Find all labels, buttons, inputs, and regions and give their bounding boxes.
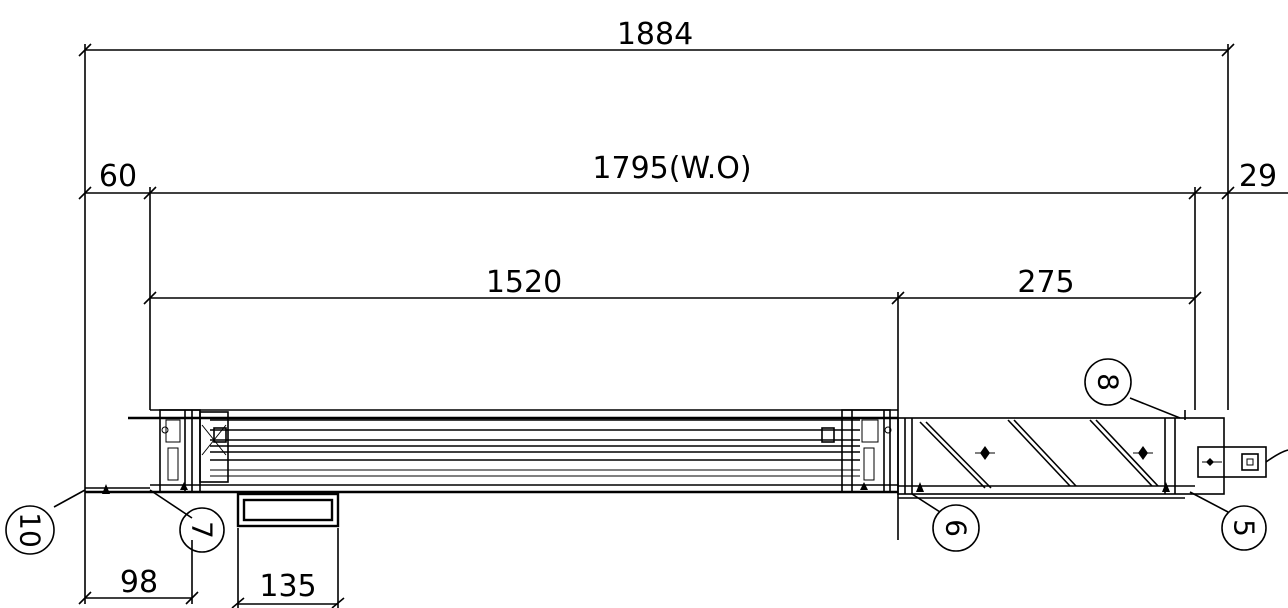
callout-8: 8 — [1084, 358, 1181, 419]
callout-7-label: 7 — [186, 521, 219, 539]
window-frame — [85, 409, 898, 494]
callout-6-label: 6 — [940, 519, 973, 537]
dimension-right-section-label: 275 — [1017, 265, 1074, 300]
callout-5: 5 — [1189, 491, 1267, 551]
dimension-overall: 1884 — [78, 17, 1235, 495]
dimension-bottom: 98 135 — [78, 495, 345, 608]
dimension-bottom-mid-label: 135 — [259, 569, 316, 604]
callout-10: 10 — [5, 489, 86, 555]
callout-5-label: 5 — [1228, 519, 1261, 537]
vent-grille — [236, 492, 340, 528]
side-panel — [897, 410, 1288, 499]
dimension-left-section-label: 1520 — [486, 265, 562, 300]
dimension-window-opening-label: 1795(W.O) — [592, 151, 751, 186]
dimension-overall-label: 1884 — [617, 17, 693, 52]
callout-6: 6 — [911, 493, 980, 552]
callout-7: 7 — [149, 489, 225, 553]
dimension-left-offset-label: 60 — [99, 159, 137, 194]
callout-10-label: 10 — [14, 512, 47, 548]
dimension-window-opening: 60 1795(W.O) 29 — [78, 151, 1288, 410]
dimension-bottom-left-label: 98 — [120, 565, 158, 600]
callout-8-label: 8 — [1092, 373, 1125, 391]
dimension-right-offset-label: 29 — [1239, 159, 1277, 194]
